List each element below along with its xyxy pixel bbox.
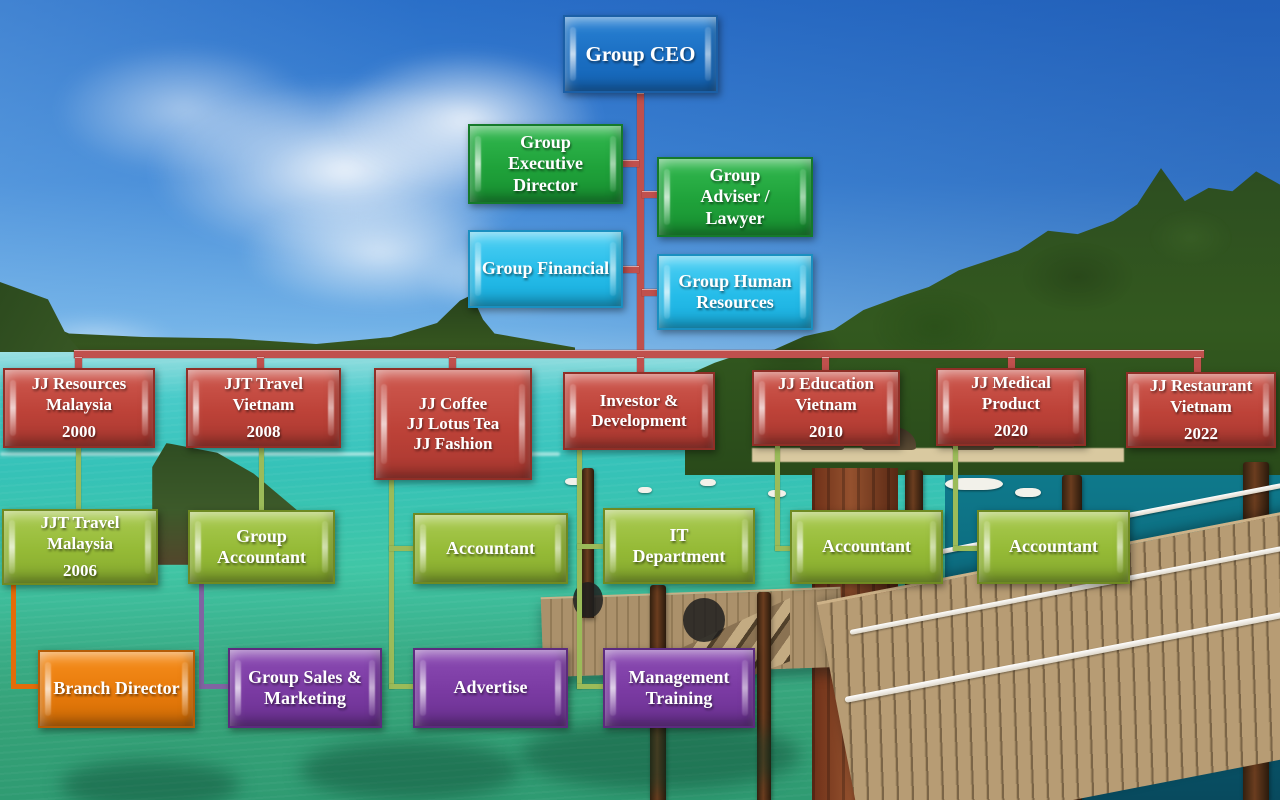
node-label: JJ Education Vietnam [778, 374, 874, 414]
node-label: JJ Resources Malaysia [31, 374, 127, 414]
water-shadow [520, 720, 800, 790]
org-node-jj-education-vietnam[interactable]: JJ Education Vietnam 2010 [752, 370, 900, 446]
node-label: Group CEO [585, 41, 696, 66]
node-label: Branch Director [53, 678, 180, 699]
connector-accountant-sales-v [199, 584, 204, 689]
org-node-jjt-travel-malaysia[interactable]: JJT Travel Malaysia 2006 [2, 509, 158, 585]
connector-education-accountant [775, 546, 790, 551]
connector-exec-director [622, 160, 639, 167]
node-label: JJT Travel Malaysia [40, 513, 120, 553]
beach-strip [752, 448, 1124, 462]
connector-investor-training [577, 684, 603, 689]
org-node-group-ceo[interactable]: Group CEO [563, 15, 718, 93]
tire-bumper [683, 598, 725, 642]
connector-coffee-advertise [389, 684, 413, 689]
org-node-branch-director[interactable]: Branch Director [38, 650, 195, 728]
connector-education-trunk [775, 445, 780, 551]
connector-investor-it [577, 544, 603, 549]
node-label: Group Accountant [217, 525, 306, 567]
node-label: JJ Restaurant Vietnam [1149, 376, 1253, 416]
node-label: Group Financial [481, 258, 610, 279]
node-label: Group Adviser / Lawyer [700, 165, 770, 228]
org-node-advertise[interactable]: Advertise [413, 648, 568, 728]
connector-investor-trunk [577, 450, 582, 689]
node-label: Management Training [628, 666, 730, 708]
org-node-group-human-resources[interactable]: Group Human Resources [657, 254, 813, 330]
org-node-jj-restaurant-vietnam[interactable]: JJ Restaurant Vietnam 2022 [1126, 372, 1276, 448]
org-node-it-department[interactable]: IT Department [603, 508, 755, 584]
pier-post [582, 468, 594, 618]
connector-main-horizontal [74, 350, 1204, 358]
node-label: Group Executive Director [508, 132, 583, 195]
node-label: JJ Medical Product [971, 373, 1051, 413]
connector-travelmy-branch-h [11, 684, 38, 689]
org-node-investor-development[interactable]: Investor & Development [563, 372, 715, 450]
node-label: Accountant [446, 537, 535, 558]
node-label: Accountant [1009, 536, 1098, 557]
node-year: 2020 [994, 420, 1028, 440]
org-node-group-sales-marketing[interactable]: Group Sales & Marketing [228, 648, 382, 728]
boat [700, 479, 716, 486]
connector-resources-travelmy [76, 448, 81, 509]
org-node-group-executive-director[interactable]: Group Executive Director [468, 124, 623, 204]
connector-financial [622, 266, 639, 273]
node-label: Advertise [453, 677, 528, 698]
org-node-accountant-medical[interactable]: Accountant [977, 510, 1130, 584]
org-node-jj-coffee-lotus-fashion[interactable]: JJ Coffee JJ Lotus Tea JJ Fashion [374, 368, 532, 480]
node-label: Investor & Development [591, 390, 687, 430]
org-node-group-financial[interactable]: Group Financial [468, 230, 623, 308]
node-year: 2022 [1184, 423, 1218, 443]
boat [638, 487, 652, 493]
connector-adviser [642, 191, 659, 198]
org-node-group-adviser-lawyer[interactable]: Group Adviser / Lawyer [657, 157, 813, 237]
connector-travelmy-branch-v [11, 585, 16, 689]
connector-medical-trunk [953, 445, 958, 551]
org-node-jj-resources-malaysia[interactable]: JJ Resources Malaysia 2000 [3, 368, 155, 448]
node-label: Accountant [822, 536, 911, 557]
node-label: Group Human Resources [678, 270, 792, 312]
node-label: JJT Travel Vietnam [224, 374, 303, 414]
tour-boat [945, 478, 1003, 490]
node-label: Group Sales & Marketing [248, 666, 362, 708]
connector-stub-travel-vn [257, 357, 264, 369]
org-node-group-accountant[interactable]: Group Accountant [188, 510, 335, 584]
org-node-accountant-education[interactable]: Accountant [790, 510, 943, 584]
connector-stub-education [822, 357, 829, 371]
node-label: IT Department [632, 524, 726, 566]
connector-stub-restaurant [1194, 357, 1201, 373]
node-year: 2000 [62, 421, 96, 441]
connector-travelvn-accountant [259, 448, 264, 510]
connector-stub-investor [637, 357, 644, 373]
node-year: 2010 [809, 421, 843, 441]
connector-stub-resources [75, 357, 82, 369]
org-node-jj-medical-product[interactable]: JJ Medical Product 2020 [936, 368, 1086, 446]
org-node-management-training[interactable]: Management Training [603, 648, 755, 728]
connector-medical-accountant [953, 546, 977, 551]
node-year: 2006 [63, 560, 97, 580]
connector-coffee-trunk [389, 480, 394, 689]
boat [1015, 488, 1041, 497]
org-node-accountant-coffee[interactable]: Accountant [413, 513, 568, 584]
wave-foam-line [0, 452, 560, 456]
connector-coffee-accountant [389, 546, 413, 551]
boat [565, 478, 583, 485]
connector-accountant-sales-h [199, 684, 228, 689]
water-shadow [60, 760, 240, 800]
connector-human-resources [642, 289, 659, 296]
pier-post [757, 592, 771, 800]
connector-ceo-trunk [637, 93, 644, 357]
water-shadow [300, 740, 520, 800]
node-label: JJ Coffee JJ Lotus Tea JJ Fashion [406, 393, 500, 454]
connector-stub-coffee [449, 357, 456, 369]
connector-stub-medical [1008, 357, 1015, 369]
node-year: 2008 [246, 421, 281, 441]
org-node-jjt-travel-vietnam[interactable]: JJT Travel Vietnam 2008 [186, 368, 341, 448]
